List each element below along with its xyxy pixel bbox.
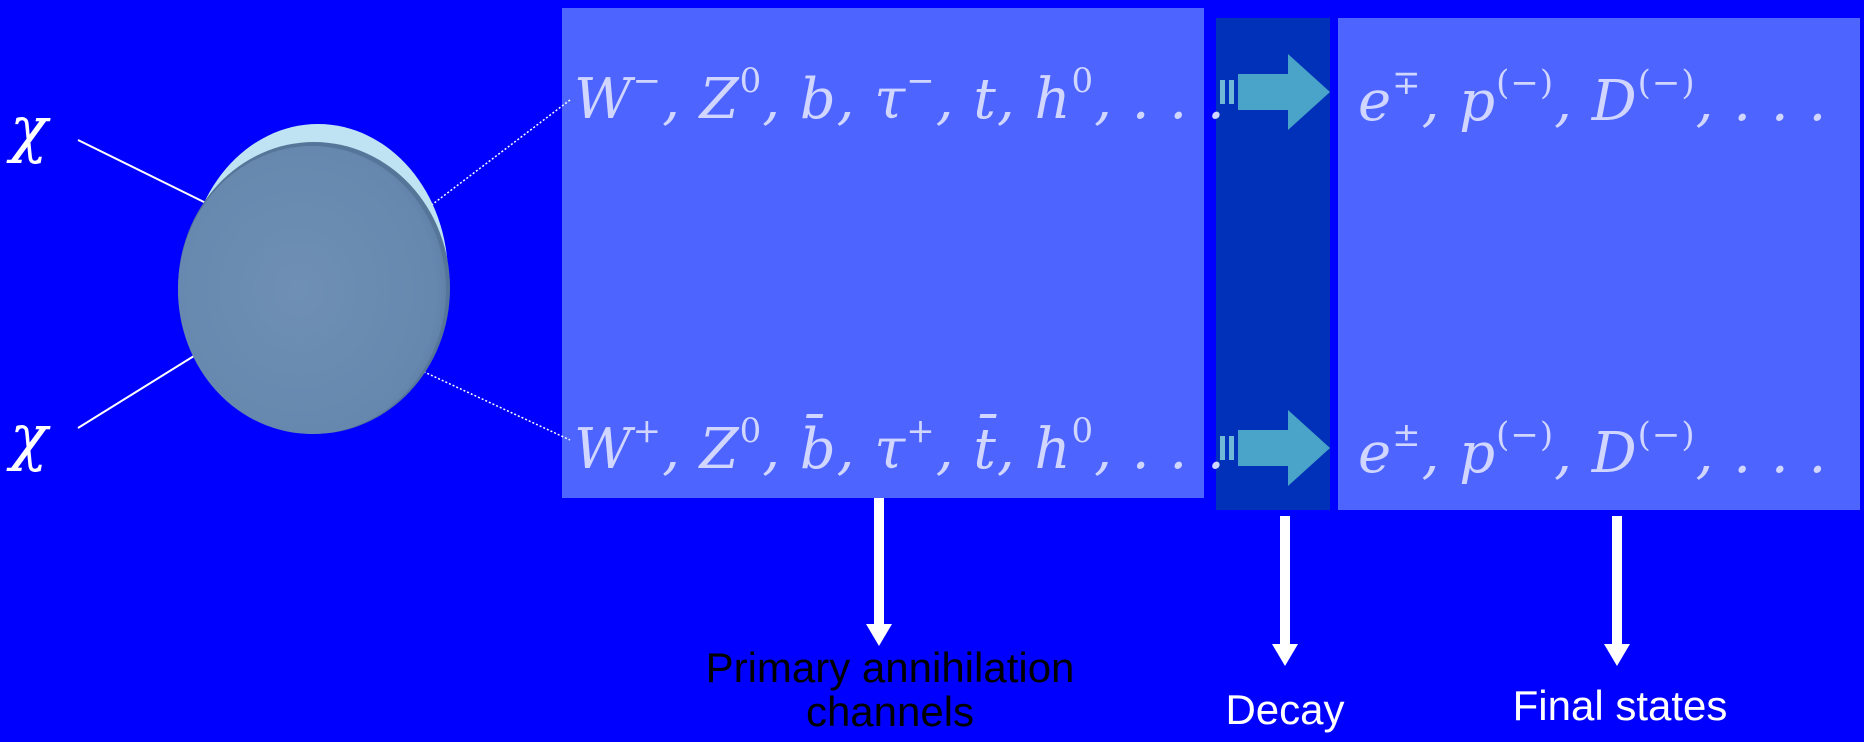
final-products-top: e∓, p(−), D(−), . . .	[1358, 63, 1828, 134]
decay-arrow-top	[1220, 54, 1330, 130]
arrow-down-primary	[866, 498, 892, 646]
caption-primary-channels: Primary annihilation channels	[640, 644, 1140, 736]
arrow-down-decay	[1272, 516, 1298, 666]
connector-line-bottom	[419, 369, 571, 441]
incoming-line-bottom	[77, 345, 211, 429]
arrow-down-final	[1604, 516, 1630, 666]
caption-decay: Decay	[1225, 686, 1345, 733]
primary-channels-top: W−, Z0, b, τ−, t, h0, . . .	[574, 61, 1226, 132]
final-states-panel	[1338, 18, 1860, 510]
incoming-line-top	[77, 139, 211, 206]
caption-final-states: Final states	[1512, 682, 1728, 729]
final-products-bottom: e±, p(−), D(−), . . .	[1358, 415, 1828, 486]
primary-channels-bottom: W+, Z0, b̄, τ+, t̄, h0, . . .	[574, 411, 1226, 482]
annihilation-blob	[178, 124, 450, 434]
decay-arrow-bottom	[1220, 410, 1330, 486]
connector-line-top	[424, 99, 571, 211]
caption-primary-line2: channels	[805, 688, 975, 736]
primary-channels-panel	[562, 8, 1204, 498]
chi-label-top: χ	[10, 92, 48, 165]
caption-primary-line1: Primary annihilation	[705, 644, 1075, 691]
chi-label-bottom: χ	[10, 400, 48, 473]
